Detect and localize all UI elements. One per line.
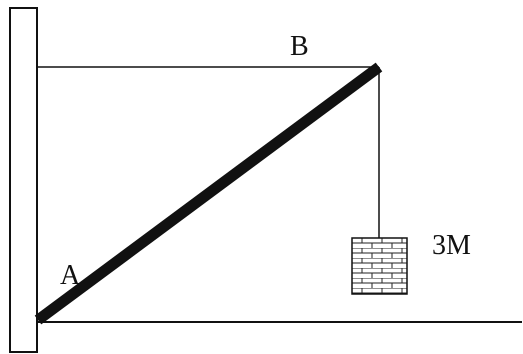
beam [34, 62, 383, 325]
point-b-label: B [290, 31, 309, 62]
mass-label: 3M [432, 230, 471, 261]
point-a-label: A [60, 260, 81, 291]
wall [9, 7, 38, 353]
brick-block-icon [351, 237, 408, 295]
